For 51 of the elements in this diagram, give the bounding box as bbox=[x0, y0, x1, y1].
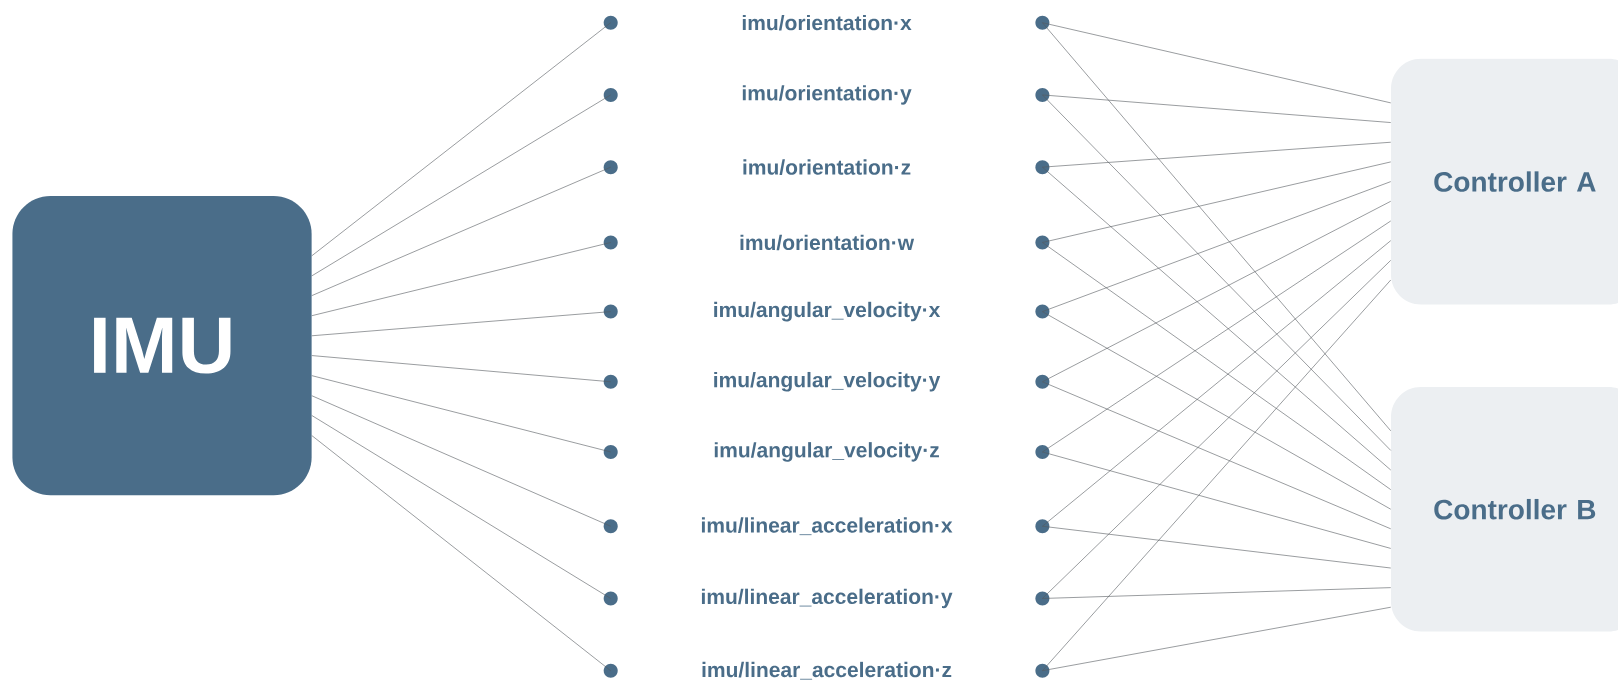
connector-line bbox=[1042, 94, 1392, 123]
connector-line bbox=[1042, 260, 1392, 599]
signal-row: imu/orientation·z bbox=[603, 159, 1050, 175]
connector-line bbox=[311, 166, 611, 296]
connector-line bbox=[1042, 606, 1392, 671]
connector-line bbox=[311, 395, 611, 527]
connector-line bbox=[311, 355, 611, 383]
controller-box: Controller B bbox=[1390, 386, 1618, 632]
connector-line bbox=[311, 22, 611, 257]
connector-line bbox=[1042, 141, 1392, 168]
node-label: imu/orientation·y bbox=[742, 85, 912, 105]
imu-box: IMU bbox=[12, 196, 312, 496]
node-label: imu/linear_acceleration·z bbox=[702, 661, 952, 680]
connector-line bbox=[1042, 22, 1392, 432]
node-label: imu/linear_acceleration·x bbox=[701, 517, 953, 536]
connector-line bbox=[1042, 279, 1392, 671]
signal-row: imu/orientation·y bbox=[603, 85, 1050, 105]
connector-line bbox=[311, 415, 611, 599]
signal-row: imu/angular_velocity·z bbox=[603, 442, 1050, 462]
connector-line bbox=[1042, 166, 1392, 471]
signal-row: imu/orientation·x bbox=[603, 14, 1050, 31]
node-label: imu/linear_acceleration·y bbox=[701, 588, 953, 609]
signal-row: imu/linear_acceleration·y bbox=[603, 588, 1050, 609]
controller-box: Controller A bbox=[1390, 58, 1618, 305]
signal-row: imu/orientation·w bbox=[603, 234, 1050, 251]
connector-line bbox=[311, 311, 611, 337]
connector-line bbox=[1042, 381, 1392, 530]
signal-row: imu/linear_acceleration·x bbox=[603, 517, 1050, 536]
signal-row: imu/angular_velocity·x bbox=[603, 301, 1050, 322]
connector-line bbox=[1042, 22, 1392, 104]
connector-line bbox=[311, 435, 611, 671]
connector-line bbox=[1042, 161, 1392, 243]
node-label: imu/angular_velocity·z bbox=[714, 442, 939, 462]
node-label: imu/orientation·x bbox=[742, 14, 912, 31]
connector-line bbox=[1042, 451, 1392, 549]
connector-line bbox=[1042, 220, 1392, 453]
connector-line bbox=[1042, 311, 1392, 510]
node-label: imu/angular_velocity·y bbox=[714, 371, 941, 392]
connector-line bbox=[1042, 94, 1392, 451]
connector-line bbox=[311, 94, 611, 277]
node-label: imu/orientation·w bbox=[740, 234, 915, 251]
connector-line bbox=[311, 242, 611, 316]
connector-line bbox=[1042, 201, 1392, 383]
signal-row: imu/linear_acceleration·z bbox=[603, 661, 1050, 680]
connector-line bbox=[1042, 587, 1392, 599]
connector-line bbox=[1042, 181, 1392, 312]
node-label: imu/angular_velocity·x bbox=[714, 301, 941, 322]
connector-line bbox=[1042, 525, 1392, 569]
connector-line bbox=[311, 375, 611, 453]
signal-row: imu/angular_velocity·y bbox=[603, 371, 1050, 392]
node-label: imu/orientation·z bbox=[743, 159, 911, 175]
